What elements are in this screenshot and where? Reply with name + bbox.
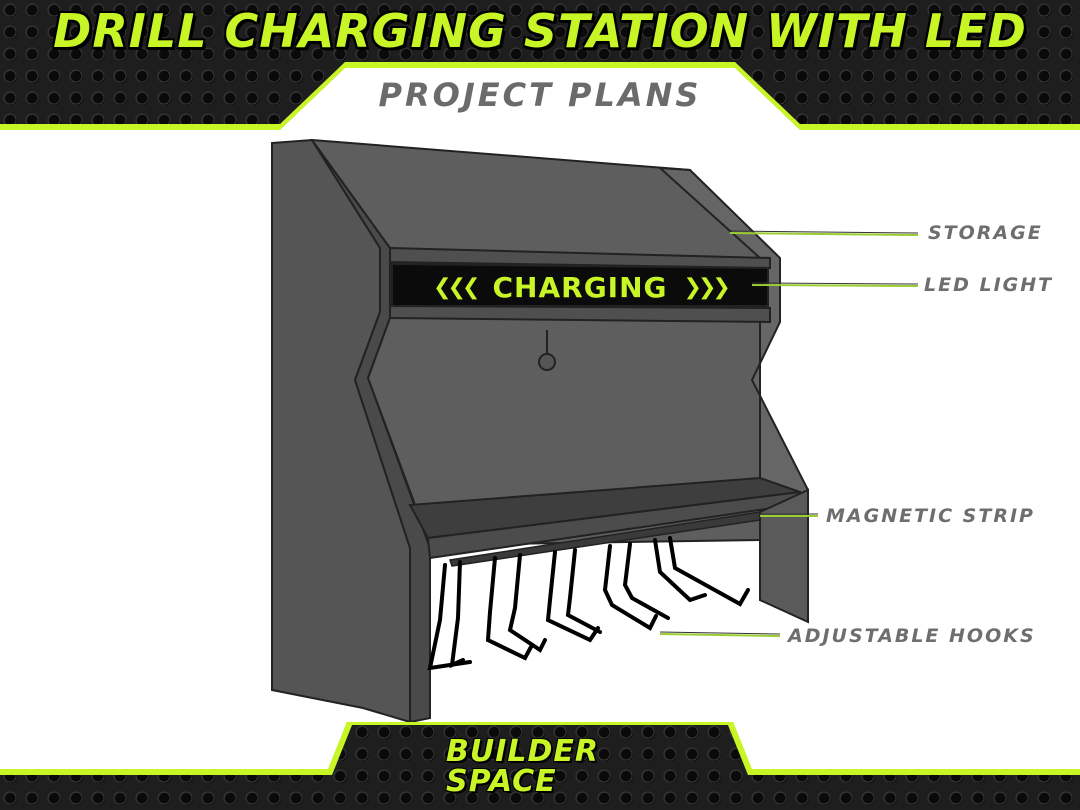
callout-storage: STORAGE bbox=[928, 222, 1043, 244]
led-left-arrows: ❮❮❮ bbox=[433, 274, 480, 300]
callout-led-light: LED LIGHT bbox=[924, 274, 1054, 296]
bottom-banner bbox=[0, 722, 1080, 810]
logo-line1: BUILDER bbox=[446, 734, 600, 769]
logo-line2: SPACE bbox=[446, 764, 557, 799]
builder-space-logo: BUILDER SPACE bbox=[440, 734, 640, 804]
callout-adjustable-hooks: ADJUSTABLE HOOKS bbox=[788, 625, 1036, 647]
top-shelf bbox=[389, 246, 771, 270]
callout-lines bbox=[659, 232, 919, 637]
page-subtitle: PROJECT PLANS bbox=[378, 76, 702, 114]
led-panel bbox=[391, 262, 769, 307]
top-banner bbox=[0, 0, 1080, 130]
callout-magnetic-strip: MAGNETIC STRIP bbox=[826, 505, 1035, 527]
right-front-panel bbox=[759, 488, 809, 624]
page-title: DRILL CHARGING STATION WITH LED bbox=[53, 4, 1027, 58]
led-right-arrows: ❯❯❯ bbox=[683, 274, 731, 300]
callout-lines-dark bbox=[659, 230, 919, 635]
adjustable-hooks bbox=[427, 536, 750, 671]
cable-hole bbox=[538, 353, 556, 371]
led-sign: ❮❮❮ CHARGING ❯❯❯ bbox=[405, 268, 755, 306]
led-lower-lip bbox=[389, 304, 771, 324]
led-sign-text: CHARGING bbox=[492, 270, 668, 304]
